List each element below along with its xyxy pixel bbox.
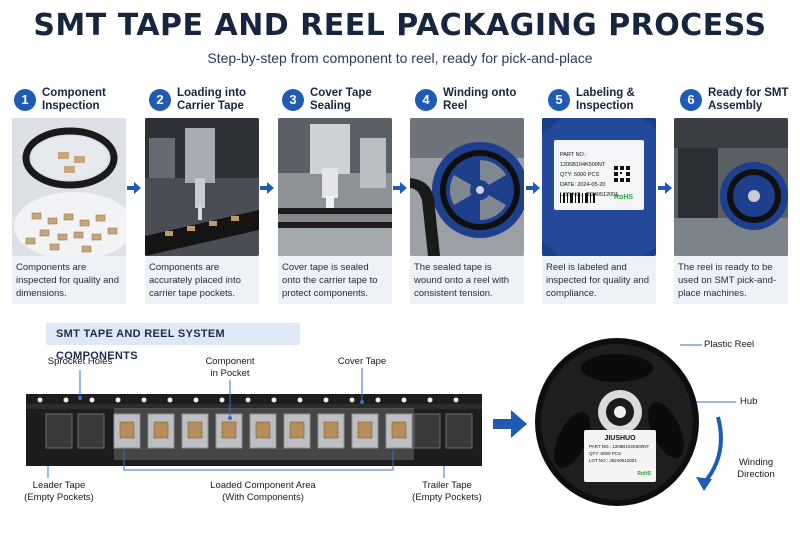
step-number-badge: 6 [680,89,702,111]
arrow-right-icon [127,182,141,194]
step-number-badge: 3 [282,89,304,111]
callout-plastic-reel: Plastic Reel [704,339,755,350]
callout-sprocket-holes: Sprocket Holes [47,356,113,367]
step-4: 4 Winding onto Reel [415,87,531,119]
arrow-right-icon [526,182,540,194]
step-title: Ready for SMT Assembly [708,87,789,112]
arrow-right-icon [493,410,527,438]
section-title: SMT TAPE AND REEL SYSTEM COMPONENTS [46,323,300,362]
carrier-tape [26,394,482,466]
step-2: 2 Loading into Carrier Tape [149,87,265,119]
reel-rohs-badge: RoHS [637,471,651,477]
page-subtitle: Step-by-step from component to reel, rea… [207,50,593,66]
label-qty: QTY: 5000 PCS [560,172,600,178]
step-description: Components are accurately placed into ca… [145,256,259,304]
plastic-reel: JIUSHUO PART NO.: 1206B104K500NT QTY: 50… [532,330,702,510]
labeling-photo: PART NO.: 1206B104K500NT QTY: 5000 PCS D… [542,118,656,256]
loading-photo [145,118,259,256]
arrow-right-icon [260,182,274,194]
label-date: DATE: 2024-05-20 [560,182,606,188]
step-title: Component Inspection [42,87,106,112]
callout-loaded-area: Loaded Component Area (With Components) [210,480,316,503]
page-title: SMT TAPE AND REEL PACKAGING PROCESS [33,8,767,43]
winding-direction-arrow-icon [696,416,723,491]
arrow-right-icon [393,182,407,194]
step-6: 6 Ready for SMT Assembly [680,87,796,119]
step-5: 5 Labeling & Inspection [548,87,664,119]
assembly-photo [674,118,788,256]
rohs-badge: RoHS [614,194,634,201]
winding-photo [410,118,524,256]
step-title: Labeling & Inspection [576,87,635,112]
step-description: Cover tape is sealed onto the carrier ta… [278,256,392,304]
reel-label-lot-no: LOT NO.: J5240512001 [589,458,637,463]
step-title: Winding onto Reel [443,87,517,112]
label-lot-no: LOT NO.: J5240512001 [560,192,619,198]
reel-label: JIUSHUO PART NO.: 1206B104K500NT QTY: 50… [584,430,656,482]
callout-component-in-pocket: Component in Pocket [205,356,255,379]
label-part-no: PART NO.: 1206B104K500NT [560,152,606,168]
step-description: The sealed tape is wound onto a reel wit… [410,256,524,304]
step-title: Cover Tape Sealing [310,87,372,112]
step-number-badge: 2 [149,89,171,111]
reel-label-part-no: PART NO.: 1206B104K500NT [589,444,650,449]
step-number-badge: 4 [415,89,437,111]
step-title: Loading into Carrier Tape [177,87,246,112]
callout-trailer-tape: Trailer Tape (Empty Pockets) [412,480,482,503]
step-description: Components are inspected for quality and… [12,256,126,304]
callout-cover-tape: Cover Tape [337,356,387,367]
step-3: 3 Cover Tape Sealing [282,87,398,119]
inspection-photo [12,118,126,256]
sealing-photo [278,118,392,256]
reel-label-qty: QTY: 5000 PCS [589,451,622,456]
step-description: The reel is ready to be used on SMT pick… [674,256,788,304]
arrow-right-icon [658,182,672,194]
step-description: Reel is labeled and inspected for qualit… [542,256,656,304]
step-number-badge: 5 [548,89,570,111]
callout-winding-direction: Winding Direction [737,457,775,480]
step-1: 1 Component Inspection [14,87,130,119]
reel-brand: JIUSHUO [604,435,636,442]
callout-leader-tape: Leader Tape (Empty Pockets) [24,480,94,503]
step-number-badge: 1 [14,89,36,111]
callout-hub: Hub [740,396,758,407]
